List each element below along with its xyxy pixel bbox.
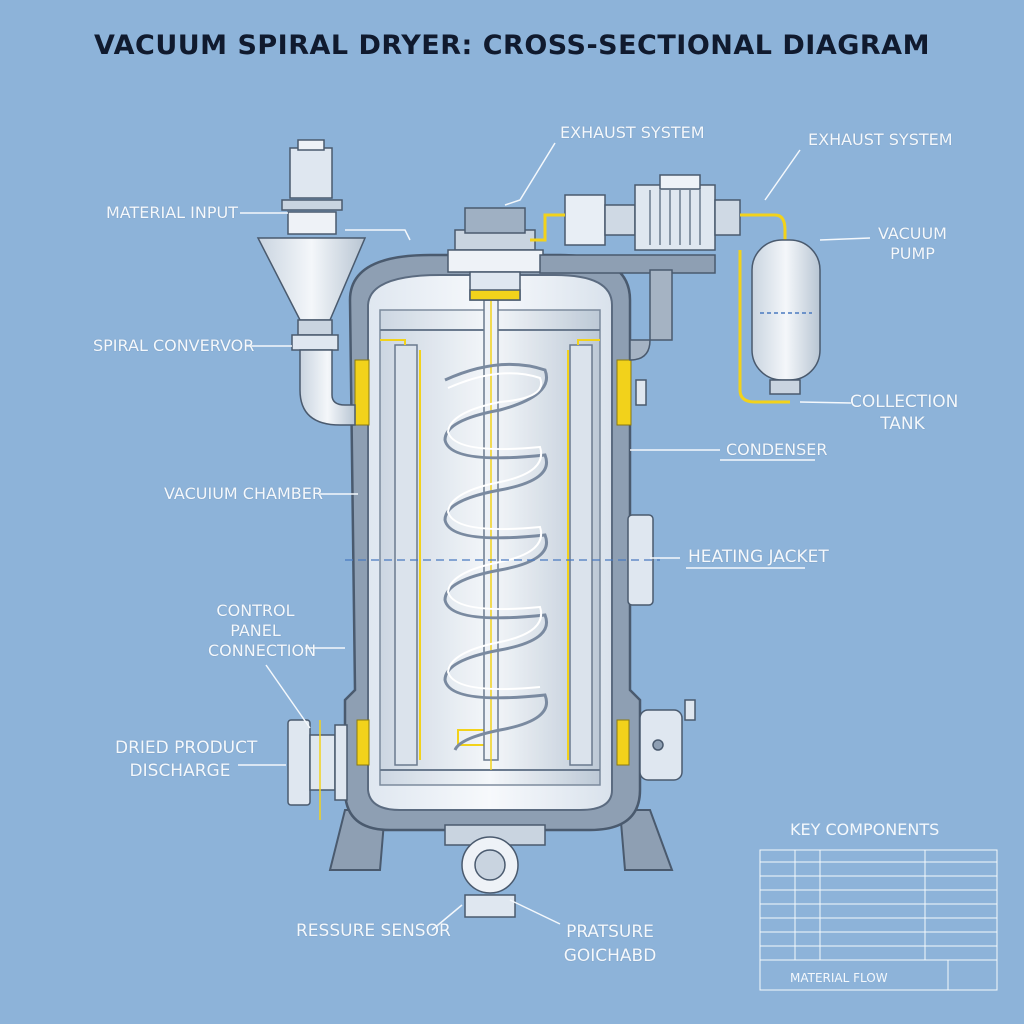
label-dried-line2: DISCHARGE xyxy=(129,761,231,781)
label-collection-line2: TANK xyxy=(880,414,925,434)
label-condenser: CONDENSER xyxy=(726,440,828,459)
label-control-line2: PANEL xyxy=(230,621,281,640)
material-input-hopper xyxy=(256,139,367,426)
spiral-conveyor xyxy=(443,362,548,751)
label-vacuum-pump: VACUUM PUMP xyxy=(870,224,955,264)
label-pratsure: PRATSURE GOICHABD xyxy=(560,920,660,968)
exhaust-manifold xyxy=(539,174,741,361)
label-control-panel-connection: CONTROL PANEL CONNECTION xyxy=(208,601,317,661)
label-pratsure-line1: PRATSURE xyxy=(566,922,654,942)
key-components-title: KEY COMPONENTS xyxy=(790,820,940,839)
label-vacuum-line1: VACUUM xyxy=(878,224,947,243)
label-exhaust-system-center: EXHAUST SYSTEM xyxy=(560,123,705,142)
pressure-sensor xyxy=(444,824,546,918)
top-drive xyxy=(447,207,544,301)
label-heating-jacket: HEATING JACKET xyxy=(688,547,829,567)
label-collection-tank: COLLECTION TANK xyxy=(850,391,959,435)
key-components-table xyxy=(759,849,998,991)
leader-lines xyxy=(238,142,871,931)
key-material-flow: MATERIAL FLOW xyxy=(790,971,888,985)
dried-product-discharge-nozzle xyxy=(287,719,348,806)
label-material-input: MATERIAL INPUT xyxy=(106,203,238,222)
label-control-line1: CONTROL xyxy=(216,601,295,620)
label-pratsure-line2: GOICHABD xyxy=(563,946,657,966)
label-dried-product-discharge: DRIED PRODUCT DISCHARGE xyxy=(115,737,258,783)
label-exhaust-system-right: EXHAUST SYSTEM xyxy=(808,130,953,149)
label-pressure-sensor: RESSURE SENSOR xyxy=(296,921,451,941)
label-spiral-conveyor: SPIRAL CONVERVOR xyxy=(93,336,255,355)
label-collection-line1: COLLECTION xyxy=(850,392,959,412)
label-dried-line1: DRIED PRODUCT xyxy=(115,738,258,758)
label-vacuum-line2: PUMP xyxy=(890,244,935,263)
label-control-line3: CONNECTION xyxy=(208,641,317,660)
vacuum-pump-tank xyxy=(751,239,821,395)
heating-brackets xyxy=(354,359,632,766)
label-vacuum-chamber: VACUIUM CHAMBER xyxy=(164,484,323,503)
side-nozzles xyxy=(627,379,696,781)
page-title: VACUUM SPIRAL DRYER: CROSS-SECTIONAL DIA… xyxy=(94,30,930,61)
